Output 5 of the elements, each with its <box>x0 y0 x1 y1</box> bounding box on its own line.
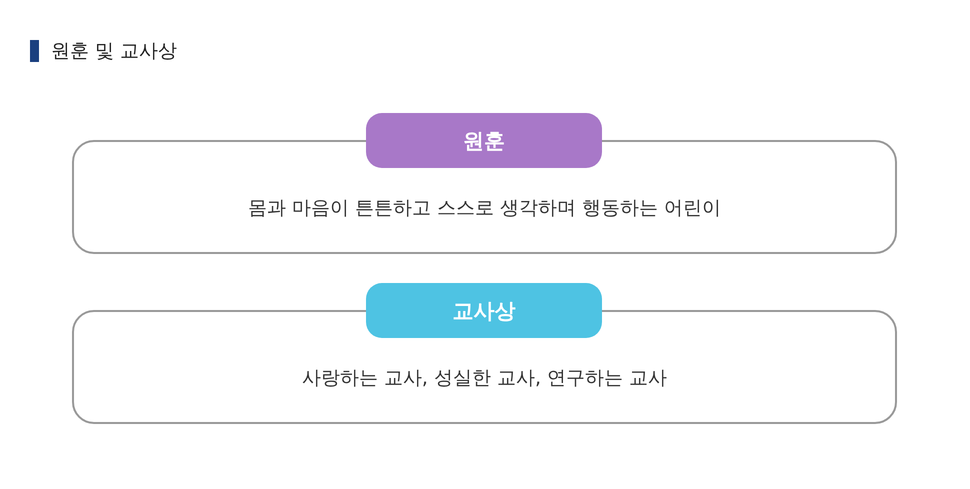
card-text: 사랑하는 교사, 성실한 교사, 연구하는 교사 <box>300 366 668 391</box>
heading-tab: 원훈 <box>366 113 602 168</box>
card-text: 몸과 마음이 튼튼하고 스스로 생각하며 행동하는 어린이 <box>246 196 722 221</box>
heading-tab: 교사상 <box>366 283 602 338</box>
section-title: 원훈 및 교사상 <box>51 39 178 64</box>
